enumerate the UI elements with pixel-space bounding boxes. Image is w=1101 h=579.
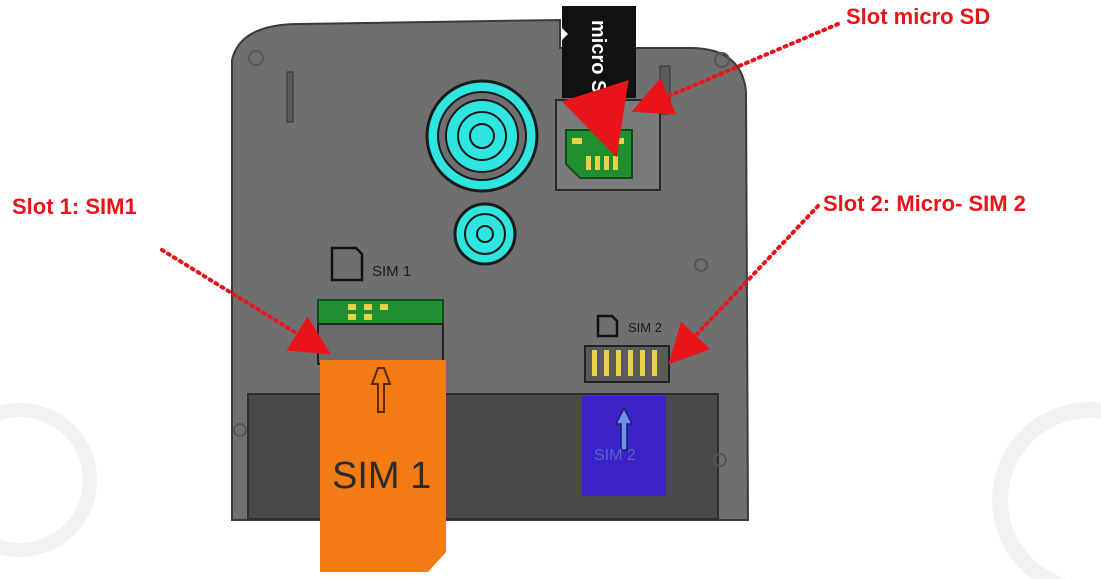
latch-mark (659, 65, 671, 115)
flash-lens (453, 202, 517, 266)
pointer-slot2 (668, 204, 820, 365)
watermark-right (992, 402, 1101, 579)
watermark-left (0, 403, 97, 557)
sim2-slot-text: SIM 2 (628, 320, 662, 335)
screw-hole (714, 52, 730, 68)
micro-sd-card-text: micro SD (587, 20, 609, 108)
sd-insert-arrow (561, 79, 629, 158)
sim1-contacts (317, 299, 444, 325)
sim2-card-text: SIM 2 (594, 447, 636, 464)
latch-mark (286, 71, 294, 123)
sim1-slot-guide (317, 323, 444, 365)
micro-sd-contacts (565, 129, 633, 179)
sim1-slot-text: SIM 1 (372, 263, 411, 280)
sim1-card: SIM 1 (320, 360, 446, 572)
screw-hole (713, 453, 727, 467)
pointer-micro-sd (631, 22, 840, 115)
sim2-contacts (584, 345, 670, 383)
sim1-slot-icon (330, 246, 364, 282)
micro-sd-card: micro SD (562, 6, 636, 108)
callout-micro-sd: Slot micro SD (846, 4, 991, 29)
sim2-slot-icon (596, 314, 619, 338)
screw-hole (233, 423, 247, 437)
callout-slot2: Slot 2: Micro- SIM 2 (823, 191, 1026, 216)
screw-hole (694, 258, 708, 272)
screw-hole (248, 50, 264, 66)
sim1-card-text: SIM 1 (332, 455, 431, 497)
pointer-slot1 (160, 248, 332, 355)
sim2-card: SIM 2 (582, 396, 666, 496)
camera-lens (425, 79, 539, 193)
callout-slot1: Slot 1: SIM1 (12, 194, 137, 219)
